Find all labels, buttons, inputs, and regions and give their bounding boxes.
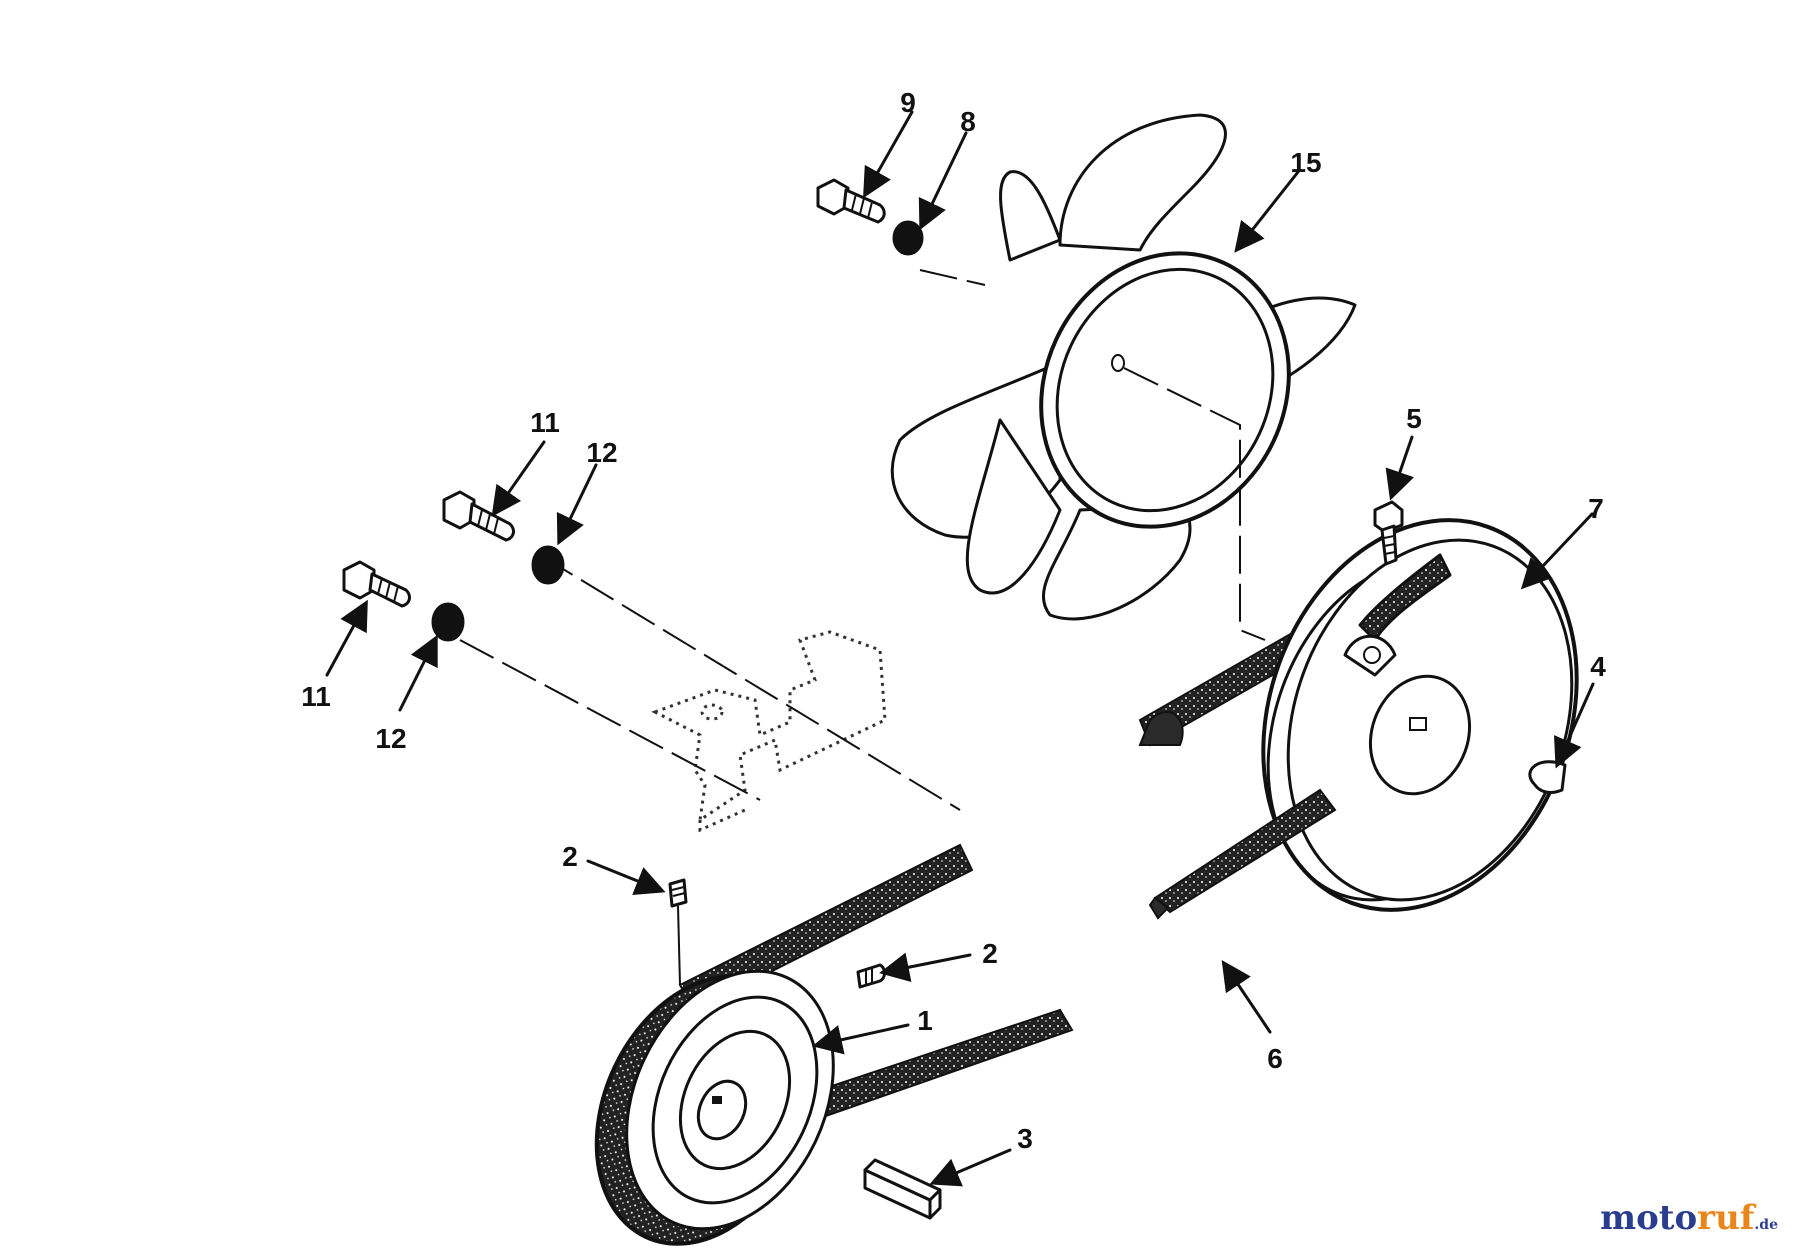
- callout-4: 4: [1590, 651, 1606, 682]
- bolt-to-bracket-line-upper: [539, 554, 961, 811]
- drive-pulley: [594, 843, 1074, 1246]
- fan-to-shaft-line: [1123, 367, 1266, 641]
- set-screw-top: [668, 878, 688, 986]
- fan-assembly: [890, 113, 1357, 621]
- callout-1: 1: [917, 1005, 933, 1036]
- callout-2: 2: [562, 841, 578, 872]
- callout-3: 3: [1017, 1123, 1033, 1154]
- set-screw-side: [856, 963, 886, 989]
- bracket-bolt-upper: [442, 490, 515, 542]
- callout-5: 5: [1406, 403, 1422, 434]
- bracket-bolt-lower: [342, 560, 411, 608]
- callout-labels: 9 8 15 11 12 11 12 5 7 4 2 2 1 6 3: [301, 87, 1606, 1154]
- callout-12: 12: [375, 723, 406, 754]
- fan-washer: [892, 220, 924, 256]
- leader-lines: [325, 110, 1595, 1187]
- bracket-washer-lower: [431, 602, 465, 642]
- watermark-logo: motoruf.de: [1600, 1198, 1778, 1238]
- callout-7: 7: [1588, 493, 1604, 524]
- bracket-washer-upper: [531, 545, 565, 585]
- set-screw-square: [1373, 500, 1404, 566]
- callout-12: 12: [586, 437, 617, 468]
- bolt-to-fan-line: [919, 269, 986, 286]
- callout-9: 9: [900, 87, 916, 118]
- callout-11: 11: [530, 407, 560, 438]
- mounting-bracket: [651, 630, 887, 833]
- fan-bolt: [816, 178, 886, 224]
- bolt-to-bracket-line-lower: [459, 639, 761, 801]
- callout-15: 15: [1290, 147, 1321, 178]
- belt-end: [1148, 896, 1170, 920]
- callout-8: 8: [960, 106, 976, 137]
- driven-pulley: [1138, 518, 1579, 912]
- callout-11: 11: [301, 681, 331, 712]
- callout-6: 6: [1267, 1043, 1283, 1074]
- square-key: [863, 1158, 942, 1220]
- callout-2: 2: [982, 938, 998, 969]
